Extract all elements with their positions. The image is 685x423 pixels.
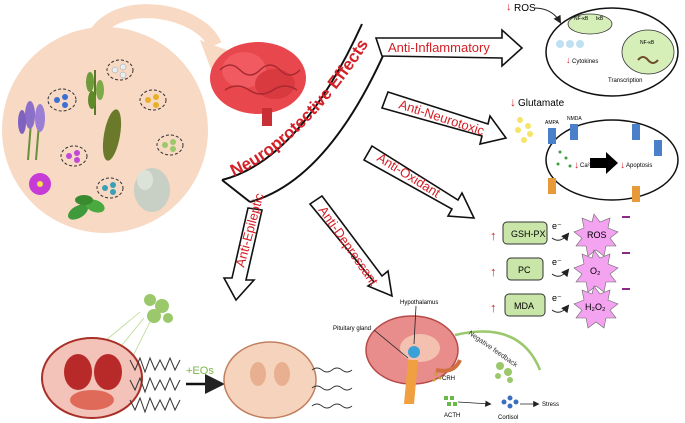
starburst-icon — [573, 249, 619, 293]
lavender-icon — [18, 101, 45, 161]
glutamate-label: Glutamate — [518, 98, 565, 109]
arrow-anti-oxidant — [362, 144, 476, 219]
electron-label: e⁻ — [552, 293, 562, 303]
svg-text:↓: ↓ — [620, 160, 625, 171]
species-label: H₂O₂ — [585, 302, 606, 312]
eo-droplets — [144, 294, 173, 323]
arrow-anti-inflammatory — [374, 28, 524, 68]
receptor-icon — [654, 140, 662, 156]
arrow-anti-epileptic — [222, 207, 263, 302]
enzyme-label: PC — [518, 265, 531, 275]
label-anti-inflammatory: Anti-Inflammatory — [388, 40, 490, 55]
label-anti-epileptic: Anti-Epileptic — [232, 191, 266, 269]
cortisol-dots — [501, 395, 519, 409]
receptor-icon — [570, 124, 578, 140]
stress-label: Stress — [542, 402, 559, 408]
oil-droplets — [54, 63, 176, 195]
ros-label: ROS — [514, 3, 536, 14]
apoptosis-label: Apoptosis — [626, 163, 652, 169]
receptor2-label: NMDA — [567, 116, 582, 122]
sagittal-brain-icon — [365, 315, 462, 404]
cortisol-label: Cortisol — [498, 415, 518, 421]
seizure-wave — [129, 396, 181, 414]
normal-wave — [311, 403, 353, 409]
flower-icon — [29, 173, 51, 195]
enzyme-box — [502, 221, 548, 245]
minus-icon — [622, 252, 630, 254]
depressant-panel: Hypothalamus Pituitary gland Negative fe… — [333, 300, 559, 421]
svg-text:↑: ↑ — [490, 300, 497, 315]
label-anti-oxidant: Anti-Oxidant — [374, 150, 443, 201]
receptor-icon — [548, 178, 556, 194]
transcription-label: Transcription — [608, 78, 642, 84]
effects-arc — [221, 23, 391, 203]
mitochondria-icon — [567, 13, 613, 35]
nucleus-icon — [621, 29, 675, 75]
arrow-anti-depressant — [308, 194, 394, 298]
svg-text:↑: ↑ — [490, 264, 497, 279]
plant-sources-group — [2, 4, 232, 233]
receptor-icon — [632, 124, 640, 140]
starburst-icon — [573, 285, 619, 329]
rosemary-icon — [86, 70, 104, 115]
treatment-label: +EOs — [186, 365, 214, 377]
svg-text:↓: ↓ — [574, 160, 579, 171]
crh-label: CRH — [442, 376, 455, 382]
oxidant-panel: ↑ GSH-PX e⁻ ROS ↑ PC e⁻ O₂ ↑ MDA e⁻ H₂O₂ — [490, 213, 630, 329]
source-to-brain-arrow — [89, 4, 222, 49]
inflammatory-panel: ↓ ROS NF-κB IκB ↓ Cytokines NF-κB Transc… — [506, 1, 679, 97]
enzyme-label: GSH-PX — [511, 229, 546, 239]
eo-droplets — [495, 362, 513, 383]
nfkb-nucleus-label: NF-κB — [640, 40, 655, 46]
epileptic-panel: +EOs — [41, 294, 353, 419]
electron-label: e⁻ — [552, 257, 562, 267]
minus-icon — [622, 216, 630, 218]
svg-text:↑: ↑ — [490, 228, 497, 243]
enzyme-box — [506, 257, 544, 281]
svg-text:↓: ↓ — [510, 95, 516, 109]
receptor1-label: AMPA — [545, 120, 559, 126]
seizure-brain-icon — [41, 337, 143, 419]
electron-label: e⁻ — [552, 221, 562, 231]
acth-dots — [444, 396, 457, 406]
hypothalamus-label: Hypothalamus — [400, 300, 438, 306]
pituitary-label: Pituitary gland — [333, 326, 371, 332]
starburst-icon — [573, 213, 619, 257]
thick-arrow-icon — [590, 152, 618, 174]
cytokines-label: Cytokines — [572, 59, 598, 65]
acth-label: ACTH — [444, 413, 460, 419]
ikb-label: IκB — [596, 16, 604, 22]
label-anti-depressant: Anti-Depressant — [316, 203, 382, 288]
enzyme-box — [504, 293, 546, 317]
feedback-label: Negative feedback — [467, 330, 519, 369]
svg-text:↓: ↓ — [566, 55, 571, 65]
calcium-label: Ca²⁺ — [580, 162, 593, 169]
sage-icon — [134, 168, 170, 212]
mint-leaves-icon — [68, 195, 105, 220]
oil-droplet-clusters — [47, 59, 184, 199]
minus-icon — [622, 288, 630, 290]
species-label: O₂ — [590, 266, 601, 276]
enzyme-label: MDA — [514, 301, 534, 311]
effect-arrows — [222, 28, 524, 302]
arrow-anti-neurotoxic — [380, 91, 508, 146]
species-label: ROS — [587, 230, 607, 240]
receptor-icon — [632, 186, 640, 202]
label-anti-neurotoxic: Anti-Neurotoxic — [397, 97, 487, 139]
seizure-wave — [129, 376, 181, 394]
healthy-brain-icon — [223, 341, 317, 419]
glutamate-dots — [515, 117, 533, 143]
nfkb-top-label: NF-κB — [574, 16, 589, 22]
normal-wave — [311, 385, 353, 391]
svg-text:↓: ↓ — [506, 1, 512, 13]
source-arrowhead — [200, 40, 232, 72]
receptor-icon — [548, 128, 556, 144]
seizure-wave — [129, 356, 181, 374]
neurotoxic-panel: ↓ Glutamate AMPA NMDA ↓ Ca²⁺ ↓ Apoptosis — [510, 95, 679, 202]
normal-wave — [311, 367, 353, 373]
cucumber-icon — [102, 109, 122, 161]
brain-icon — [210, 42, 306, 126]
